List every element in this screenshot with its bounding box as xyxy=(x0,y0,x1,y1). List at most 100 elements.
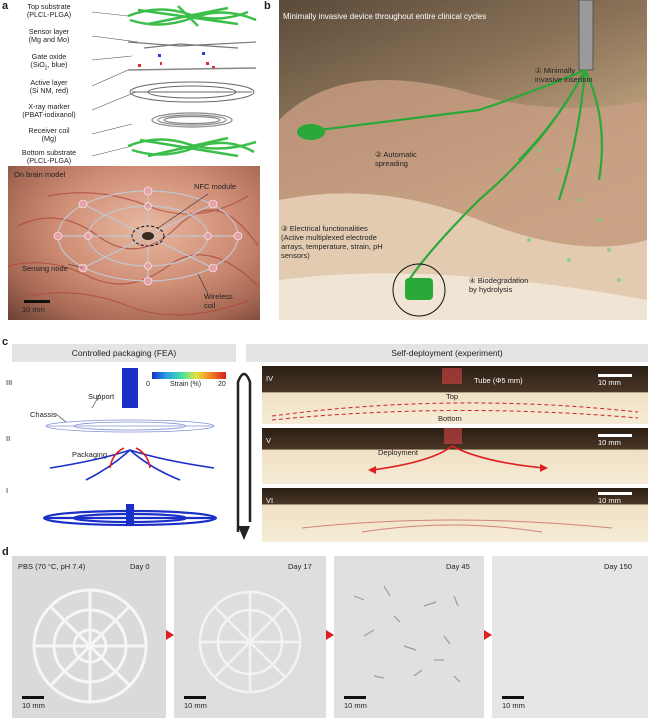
gate-oxide-dot xyxy=(202,52,205,55)
layer-detail: (PLCL-PLGA) xyxy=(26,10,72,20)
layer-detail-sub: 2 xyxy=(44,65,48,72)
layer-name: Sensor layer xyxy=(28,27,70,36)
device-render xyxy=(279,0,647,320)
scale-label: 10 mm xyxy=(22,701,45,710)
day-arrow xyxy=(484,630,492,640)
step-3-line-2: (Active multiplexed electrode xyxy=(281,233,377,242)
scale-bar xyxy=(24,300,50,303)
step-3-line-4: sensors) xyxy=(281,251,310,260)
softened-device xyxy=(198,590,302,694)
day-arrow xyxy=(326,630,334,640)
scale-bar xyxy=(598,492,632,495)
step-1-line-1: ① Minimally xyxy=(535,66,576,75)
layer-name: Receiver coil xyxy=(28,126,70,135)
scale-label: 10 mm xyxy=(22,305,45,314)
brain-model-photo: On brain model NFC module Sensing node W… xyxy=(8,166,260,320)
scale-label: 10 mm xyxy=(502,701,525,710)
chassis-label: Chassis xyxy=(30,410,57,419)
sequence-arrow xyxy=(236,372,252,540)
day-0-label: Day 0 xyxy=(130,562,150,571)
day-45-label: Day 45 xyxy=(446,562,470,571)
fea-area: III II I Support Chassis Packaging 0 Str… xyxy=(0,364,240,544)
layer-label-top-substrate: Top substrate(PLCL-PLGA) xyxy=(6,2,92,20)
step-1-line-2: invasive insertion xyxy=(535,75,593,84)
scale-bar xyxy=(598,434,632,437)
layer-detail: (PBAT-iodixanol) xyxy=(22,110,76,120)
packaged-device xyxy=(271,368,639,421)
step-3-label: ③ Electrical functionalities(Active mult… xyxy=(281,224,383,260)
deployment-header: Self-deployment (experiment) xyxy=(246,344,648,362)
layer-label-gate-oxide: Gate oxide(SiO2, blue) xyxy=(6,52,92,73)
top-label: Top xyxy=(446,392,459,401)
step-2-line-2: spreading xyxy=(375,159,408,168)
bottom-substrate-mesh xyxy=(127,136,257,158)
layer-label-active: Active layer(Si NM, red) xyxy=(6,78,92,96)
strain-max: 20 xyxy=(218,381,226,388)
stage-I-label: I xyxy=(6,486,9,495)
layer-detail-tail: , blue) xyxy=(47,60,68,70)
day-17-label: Day 17 xyxy=(288,562,312,571)
day-150-label: Day 150 xyxy=(604,562,632,571)
degradation-day-150: Day 150 10 mm xyxy=(492,556,648,718)
layer-label-receiver: Receiver coil(Mg) xyxy=(6,126,92,144)
degradation-day-17: Day 17 10 mm xyxy=(174,556,326,718)
step-4-line-1: ④ Biodegradation xyxy=(469,276,529,285)
condition-label: PBS (70 °C, pH 7.4) xyxy=(18,562,86,571)
sensor-layer xyxy=(127,41,257,49)
panel-b-letter: b xyxy=(264,0,271,12)
active-layer-dots xyxy=(138,62,215,68)
brain-mesh-overlay xyxy=(8,186,259,316)
layer-detail: (Si NM, red) xyxy=(29,86,69,96)
layer-name: Active layer xyxy=(30,78,68,87)
stage-II-label: II xyxy=(6,434,11,443)
scale-label: 10 mm xyxy=(598,378,621,387)
layer-detail: (SiO xyxy=(30,60,45,70)
clinical-cycle-illustration: Minimally invasive device throughout ent… xyxy=(279,0,647,320)
gate-oxide-dot xyxy=(158,54,161,57)
xray-marker-mesh xyxy=(129,81,255,103)
layer-name: Bottom substrate xyxy=(21,148,77,157)
panel-c-letter: c xyxy=(2,336,9,348)
layer-name: X-ray marker xyxy=(28,102,70,111)
scale-bar xyxy=(344,696,366,699)
fragmented-device xyxy=(353,585,461,683)
fea-stages xyxy=(42,368,218,527)
scale-bar xyxy=(502,696,524,699)
day-arrow xyxy=(166,630,174,640)
packaging-label: Packaging xyxy=(72,450,108,459)
stage-VI-label: VI xyxy=(266,496,274,505)
layer-label-bottom-substrate: Bottom substrate(PLCL-PLGA) xyxy=(6,148,92,166)
step-3-line-1: ③ Electrical functionalities xyxy=(281,224,368,233)
nfc-module-label: NFC module xyxy=(194,182,254,191)
panel-b-title: Minimally invasive device throughout ent… xyxy=(283,12,487,21)
scale-bar xyxy=(22,696,44,699)
step-2-line-1: ② Automatic xyxy=(375,150,417,159)
tube-label: Tube (Φ5 mm) xyxy=(474,376,523,385)
experiment-IV: IV Tube (Φ5 mm) Top Bottom 10 mm xyxy=(262,366,648,424)
degradation-day-45: Day 45 10 mm xyxy=(334,556,484,718)
scale-label: 10 mm xyxy=(598,496,621,505)
stage-III-label: III xyxy=(6,378,13,387)
stage-IV-label: IV xyxy=(266,374,274,383)
experiment-V: V Deployment 10 mm xyxy=(262,428,648,484)
layer-label-xray: X-ray marker(PBAT-iodixanol) xyxy=(6,102,92,120)
brain-photo-title: On brain model xyxy=(14,170,66,179)
degradation-day-0: PBS (70 °C, pH 7.4) Day 0 10 mm xyxy=(12,556,166,718)
experiment-VI: VI 10 mm xyxy=(262,488,648,542)
scale-label: 10 mm xyxy=(598,438,621,447)
deployment-label: Deployment xyxy=(378,448,419,457)
stage-V-label: V xyxy=(266,436,272,445)
layer-name: Top substrate xyxy=(27,2,71,11)
layer-label-sensor: Sensor layer(Mg and Mo) xyxy=(6,27,92,45)
strain-label: Strain (%) xyxy=(170,381,202,388)
layer-detail: (Mg) xyxy=(41,134,57,144)
strain-min: 0 xyxy=(146,381,150,388)
deploying-device xyxy=(368,428,548,474)
receiver-coil xyxy=(151,112,233,128)
scale-bar xyxy=(184,696,206,699)
strain-colorbar xyxy=(152,372,226,379)
